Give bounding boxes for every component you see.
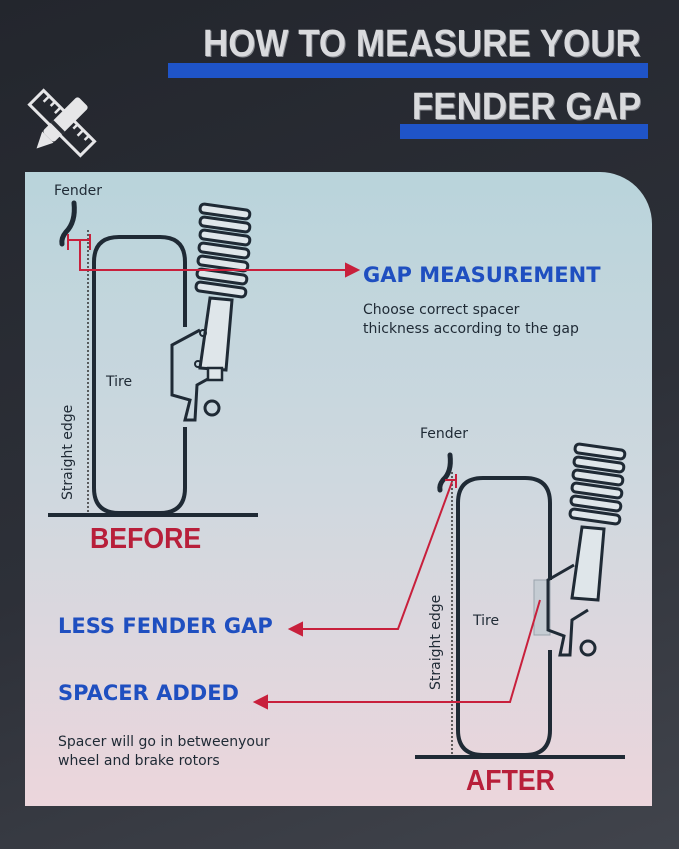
spacer-added-desc-line1: Spacer will go in betweenyour — [58, 734, 270, 750]
after-caption: AFTER — [466, 765, 555, 797]
knuckle — [546, 563, 589, 657]
title-underline-1 — [168, 63, 648, 78]
knuckle — [170, 328, 216, 422]
strut-body — [198, 296, 234, 372]
before-straight-edge-label: Straight edge — [60, 404, 76, 500]
control-arm-bushing — [203, 399, 221, 417]
after-diagram — [252, 442, 627, 759]
fender-shape — [437, 452, 453, 493]
spacer-added-desc-line2: wheel and brake rotors — [58, 753, 220, 769]
spacer-added-title: SPACER ADDED — [58, 681, 239, 705]
before-tire-label: Tire — [106, 374, 133, 390]
gap-measurement-desc-line2: thickness according to the gap — [363, 321, 579, 337]
ruler-pencil-icon — [27, 88, 97, 158]
gap-measurement-marker — [67, 234, 361, 278]
coil-spring — [194, 202, 252, 299]
title-underline-2 — [400, 124, 648, 139]
less-fender-gap-title: LESS FENDER GAP — [58, 614, 273, 638]
less-gap-leader — [298, 481, 453, 630]
spacer-added-desc: Spacer will go in betweenyour wheel and … — [58, 733, 270, 771]
after-fender-label: Fender — [420, 426, 469, 442]
strut-body — [570, 525, 606, 602]
after-tire-label: Tire — [473, 613, 500, 629]
fender-shape — [59, 200, 77, 247]
after-straight-edge-label: Straight edge — [428, 594, 444, 690]
before-fender-label: Fender — [54, 183, 103, 199]
before-diagram — [48, 200, 361, 517]
page-title-line-1: HOW TO MEASURE YOUR — [203, 23, 641, 65]
gap-measurement-desc-line1: Choose correct spacer — [363, 302, 520, 318]
before-caption: BEFORE — [90, 523, 202, 555]
tire-outline — [456, 476, 552, 757]
gap-measurement-title: GAP MEASUREMENT — [363, 263, 601, 287]
wheel-spacer — [533, 579, 551, 636]
tire-outline — [92, 235, 187, 515]
page-title-line-2: FENDER GAP — [411, 86, 641, 128]
spacer-leader — [263, 599, 541, 703]
control-arm-bushing — [579, 639, 597, 657]
coil-spring — [568, 442, 627, 526]
gap-measurement-desc: Choose correct spacer thickness accordin… — [363, 301, 579, 339]
